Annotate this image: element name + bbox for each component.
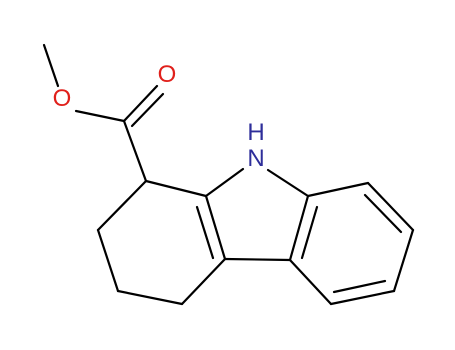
bond-carboxyl-c1 xyxy=(122,119,148,183)
bond-c7-c6 xyxy=(392,228,415,293)
bond-c8-c7 xyxy=(366,181,415,232)
atom-label-ring-nitrogen: N xyxy=(247,145,264,172)
bond-c5-c4b xyxy=(288,258,333,306)
bond-methyl-o xyxy=(42,43,60,88)
bond-carbonyl-a xyxy=(122,84,159,123)
bond-c9a-n xyxy=(204,167,245,198)
bond-c9a-c4a-inner xyxy=(195,205,215,260)
bond-c1-c2 xyxy=(96,179,148,232)
bond-c9a-c4a xyxy=(204,194,227,261)
bond-c8-c7-inner xyxy=(363,193,403,234)
bond-n-c8a xyxy=(266,168,310,198)
bond-c8a-c4b xyxy=(288,194,310,262)
bond-carbonyl-b xyxy=(130,92,165,128)
bond-c8a-c4b-inner xyxy=(300,205,319,260)
bond-c6-c5 xyxy=(329,289,396,306)
bond-c2-c3 xyxy=(96,228,120,293)
bond-o-carboxyl-c xyxy=(74,109,126,123)
bond-c4a-c4b xyxy=(223,257,292,262)
bond-c6-c5-inner xyxy=(332,279,387,294)
bond-c4-c4a xyxy=(180,257,227,306)
bond-c3-c4 xyxy=(116,289,184,306)
atom-label-nitrogen-hydrogen: H xyxy=(247,119,264,146)
bond-c9a-c1 xyxy=(144,179,208,198)
atom-label-methoxy-oxygen: O xyxy=(53,85,72,112)
atom-label-carbonyl-oxygen: O xyxy=(158,61,177,88)
bond-c8a-c8 xyxy=(306,181,370,198)
